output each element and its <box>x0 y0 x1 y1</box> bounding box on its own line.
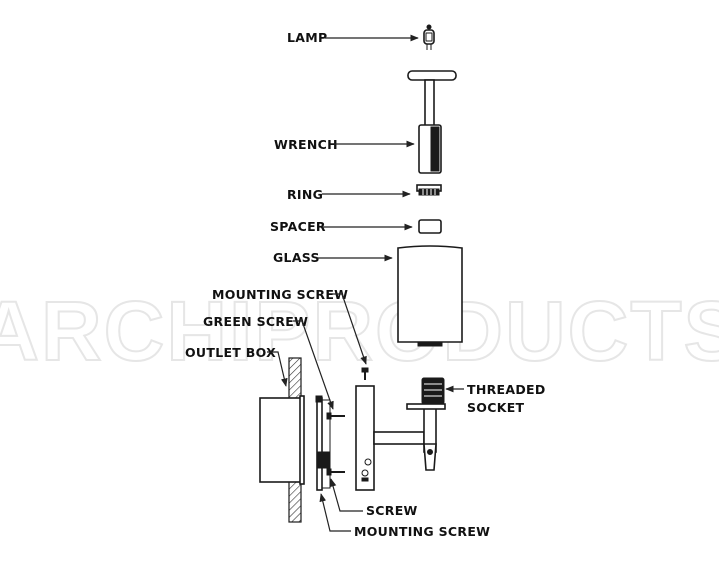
ring-part <box>416 184 442 196</box>
lamp-part <box>423 24 435 50</box>
crossbar-part <box>315 395 331 491</box>
green-screw-label: GREEN SCREW <box>203 314 308 329</box>
wrench-part <box>407 70 457 174</box>
lamp-label: LAMP <box>287 30 327 45</box>
arm-part <box>373 407 437 471</box>
mounting-screw-bottom-leader <box>319 493 351 532</box>
glass-label: GLASS <box>273 250 320 265</box>
green-screw-leader <box>293 320 334 410</box>
outlet-box-label: OUTLET BOX <box>185 345 276 360</box>
threaded-socket-label-line2: SOCKET <box>467 400 525 415</box>
outlet-box-leader <box>267 351 288 387</box>
screw-label: SCREW <box>366 503 418 518</box>
spacer-label: SPACER <box>270 219 326 234</box>
watermark: ARCHIPRODUCTS <box>0 284 719 378</box>
wrench-label: WRENCH <box>274 137 338 152</box>
screw-leader <box>329 478 363 512</box>
mounting-screw-top-part <box>361 367 369 380</box>
outlet-box-part <box>259 395 305 485</box>
ring-label: RING <box>287 187 323 202</box>
backplate-part <box>355 385 375 491</box>
threaded-socket-part <box>406 377 446 410</box>
green-screw-part <box>326 412 345 420</box>
mounting-screw-bottom-label: MOUNTING SCREW <box>354 524 490 539</box>
crossbar-screw-part <box>326 468 345 476</box>
threaded-socket-label-line1: THREADED <box>467 382 546 397</box>
mounting-screw-top-leader <box>332 293 367 365</box>
spacer-part <box>418 219 442 234</box>
glass-part <box>397 245 463 347</box>
mounting-screw-top-label: MOUNTING SCREW <box>212 287 348 302</box>
